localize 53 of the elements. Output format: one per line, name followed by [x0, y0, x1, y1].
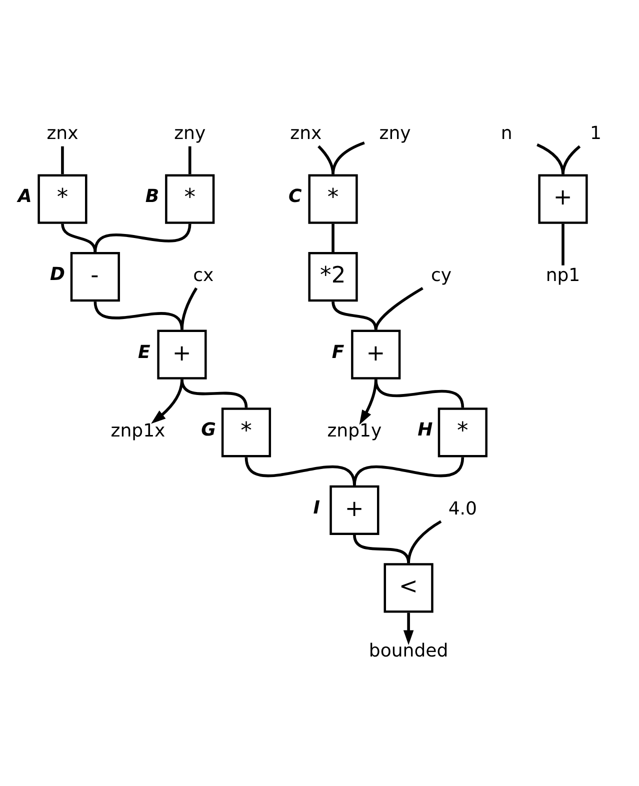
node-label: C: [288, 186, 302, 207]
connector: [374, 286, 424, 330]
connector: [180, 286, 198, 330]
node-label: H: [418, 419, 433, 440]
node-box: *: [221, 407, 272, 457]
connector: [318, 144, 334, 174]
connector: [188, 146, 192, 174]
node-text: np1: [546, 264, 580, 286]
connector: [353, 534, 410, 563]
connector: [61, 223, 97, 252]
node-box: *: [438, 407, 488, 457]
node-box: <: [384, 562, 434, 612]
connector: [374, 378, 464, 408]
connector: [94, 223, 192, 252]
connector: [332, 223, 334, 252]
connector: [180, 378, 248, 408]
connector: [332, 140, 365, 174]
connector: [562, 144, 581, 174]
node-label: B: [145, 186, 160, 207]
connector: [353, 456, 464, 486]
connector: [562, 223, 564, 265]
node-text: cy: [430, 264, 452, 286]
connector: [332, 300, 378, 330]
node-text: n: [500, 122, 512, 144]
node-box: +: [351, 329, 401, 379]
node-text: znx: [290, 122, 322, 144]
connector: [536, 142, 564, 174]
node-text: cx: [193, 264, 214, 286]
node-box: *: [308, 174, 358, 224]
node-text: 1: [590, 122, 602, 144]
connector: [407, 520, 442, 563]
node-label: F: [332, 341, 344, 362]
node-label: E: [138, 341, 150, 362]
node-label: G: [201, 419, 216, 440]
node-box: +: [157, 329, 207, 379]
node-box: *: [165, 174, 215, 224]
node-text: znp1x: [110, 420, 166, 442]
node-text: 4.0: [448, 498, 477, 519]
node-text: zny: [174, 122, 206, 144]
node-text: bounded: [368, 640, 448, 661]
node-box: -: [70, 252, 120, 302]
node-label: A: [18, 186, 32, 207]
node-box: +: [538, 174, 588, 224]
node-label: D: [50, 263, 66, 284]
node-box: +: [330, 484, 380, 534]
arrow: [403, 612, 414, 644]
node-box: *: [38, 174, 88, 224]
node-text: zny: [379, 122, 411, 144]
node-label: I: [313, 496, 320, 518]
node-text: znp1y: [327, 420, 382, 442]
connector: [61, 146, 64, 174]
node-box: *2: [308, 252, 358, 302]
node-text: znx: [46, 122, 78, 144]
